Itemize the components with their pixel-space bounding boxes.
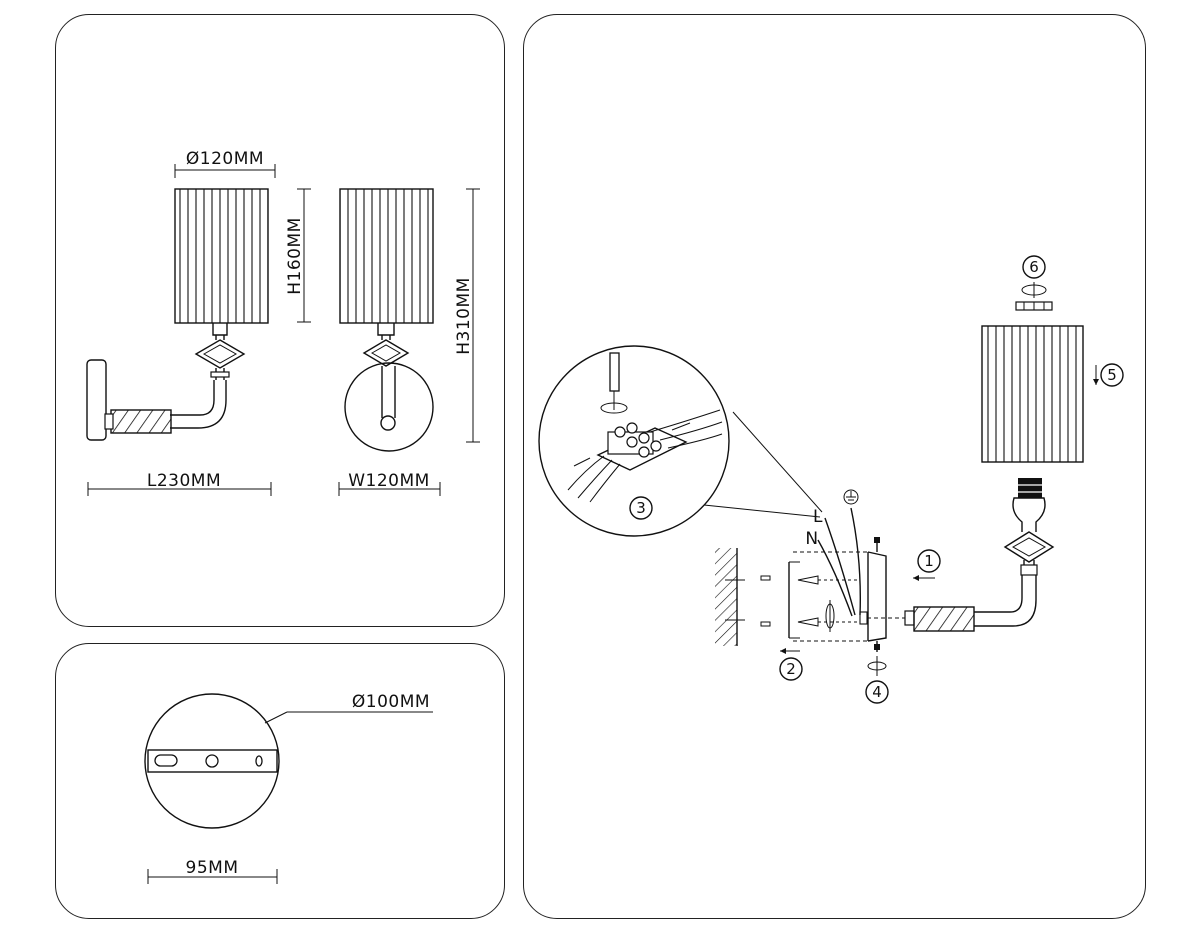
- step-5-marker: [1100, 363, 1124, 387]
- ground-symbol-icon: [843, 489, 859, 505]
- step-2-label: 2: [786, 660, 796, 678]
- mounting-plate-panel: [55, 643, 505, 919]
- supply-wires: [817, 507, 861, 617]
- lamp-front-view: [339, 188, 434, 452]
- lamp-shade: [981, 325, 1084, 463]
- hole-spacing-label: 95MM: [186, 858, 239, 878]
- step-1-label: 1: [924, 552, 934, 570]
- step-1-marker: [917, 549, 941, 573]
- installation-panel: [523, 14, 1146, 919]
- lamp-side-view: [86, 188, 269, 441]
- wire-neutral-label: N: [805, 529, 818, 549]
- lamp-arm-assembly: [904, 478, 1055, 632]
- step-2-marker: [779, 657, 803, 681]
- shade-height-label: H160MM: [285, 217, 305, 295]
- step-6-label: 6: [1029, 258, 1039, 276]
- step-3-label: 3: [636, 499, 646, 517]
- plate-diameter-label: Ø100MM: [352, 692, 430, 712]
- mounting-plate-drawing: [144, 693, 433, 884]
- step-4-marker: [865, 680, 889, 704]
- step-6-marker: [1022, 255, 1046, 279]
- width-label: W120MM: [348, 471, 430, 491]
- shade-diameter-label: Ø120MM: [186, 149, 264, 169]
- terminal-block-detail: [538, 345, 823, 537]
- length-label: L230MM: [147, 471, 221, 491]
- mounting-bracket: [788, 537, 905, 676]
- total-height-label: H310MM: [454, 277, 474, 355]
- step-4-label: 4: [872, 683, 882, 701]
- step-5-label: 5: [1107, 366, 1117, 384]
- wall-section: [715, 548, 771, 646]
- wire-live-label: L: [813, 507, 823, 527]
- shade-ring: [1015, 282, 1053, 311]
- step-3-marker: [629, 496, 653, 520]
- dimension-lines: [87, 164, 480, 496]
